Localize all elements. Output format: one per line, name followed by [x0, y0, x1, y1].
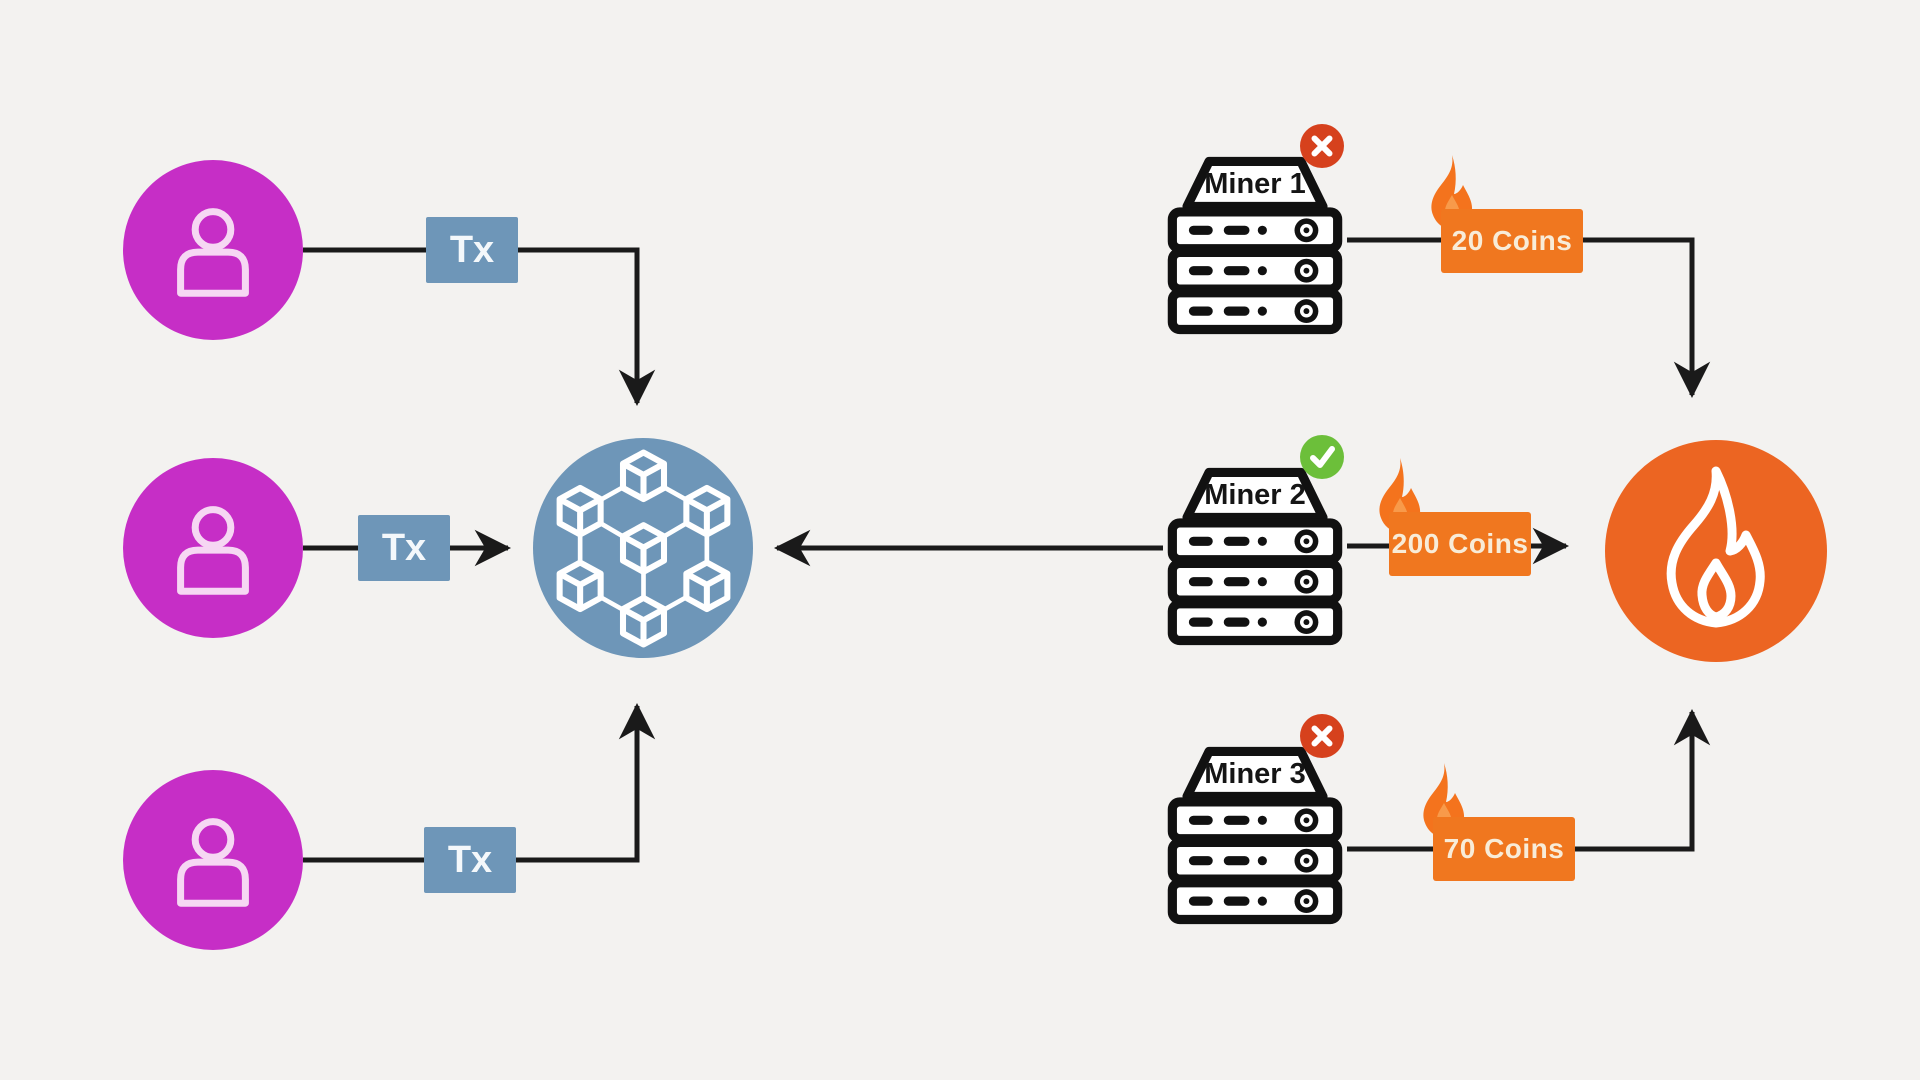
blockchain-network-icon	[541, 446, 746, 651]
x-badge-icon	[1300, 714, 1344, 758]
user-2-node	[123, 458, 303, 638]
reward-miner2-label: 200 Coins	[1389, 512, 1531, 576]
miner-3-label: Miner 3	[1204, 757, 1306, 790]
fire-icon	[1666, 466, 1765, 628]
user-3-node	[123, 770, 303, 950]
miner-2-label: Miner 2	[1204, 478, 1306, 511]
person-icon	[177, 818, 249, 907]
tx-label-user3: Tx	[424, 827, 516, 893]
reward-miner3-label: 70 Coins	[1433, 817, 1575, 881]
tx-label-user2: Tx	[358, 515, 450, 581]
miner-1-label: Miner 1	[1204, 167, 1306, 200]
miner-2-node: Miner 2	[1163, 435, 1347, 646]
blockchain-node	[533, 438, 753, 658]
x-badge-icon	[1300, 124, 1344, 168]
reward-miner2: 200 Coins	[1369, 456, 1533, 580]
check-badge-icon	[1300, 435, 1344, 479]
connector-user3-to-blockchain	[303, 702, 656, 863]
person-icon	[177, 208, 249, 297]
burn-node	[1605, 440, 1827, 662]
tx-label-user1: Tx	[426, 217, 518, 283]
reward-miner1: 20 Coins	[1421, 153, 1585, 277]
person-icon	[177, 506, 249, 595]
reward-miner1-label: 20 Coins	[1441, 209, 1583, 273]
connector-user1-to-blockchain	[303, 247, 656, 407]
miner-3-node: Miner 3	[1163, 714, 1347, 925]
reward-miner3: 70 Coins	[1413, 761, 1577, 885]
miner-1-node: Miner 1	[1163, 124, 1347, 335]
user-1-node	[123, 160, 303, 340]
